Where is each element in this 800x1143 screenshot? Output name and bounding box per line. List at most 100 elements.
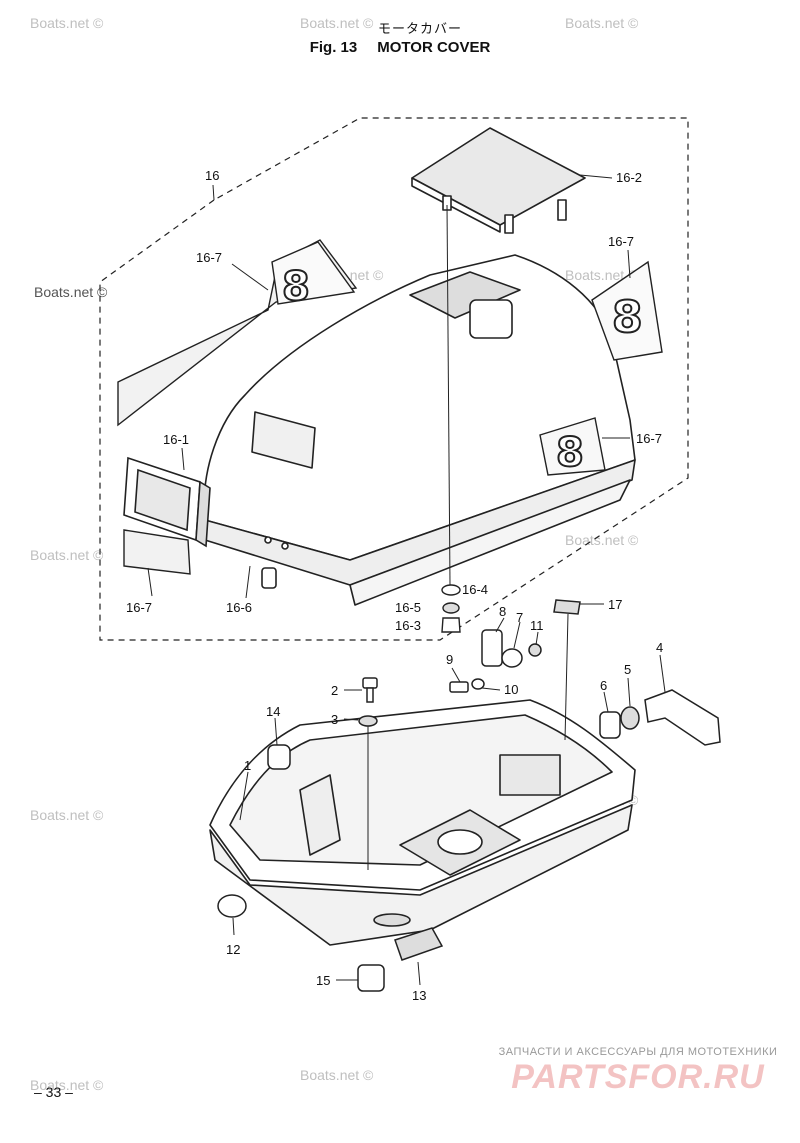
fastener-axis-line — [446, 204, 451, 586]
bushing-6 — [599, 711, 621, 739]
part-labels: 16 16-2 16-7 16-7 16-1 16-7 16-7 16-6 16… — [126, 168, 663, 1003]
plug-12 — [217, 894, 247, 918]
grommet-15 — [357, 964, 385, 992]
watermark-6: Boats.net © — [565, 267, 639, 283]
label-16-6: 16-6 — [226, 600, 252, 615]
label-16-2: 16-2 — [616, 170, 642, 185]
fasteners-16 — [441, 204, 461, 633]
watermark-13: Boats.net © — [30, 1077, 104, 1093]
label-16-1: 16-1 — [163, 432, 189, 447]
label-15: 15 — [316, 973, 330, 988]
cowl-inner-duct — [469, 299, 513, 339]
leader-16-7-b — [627, 249, 631, 279]
leader-16-7-a — [231, 263, 269, 291]
washer-3 — [358, 715, 378, 727]
bolt-9 — [449, 681, 469, 693]
cowl-hole-1 — [264, 536, 272, 544]
leader-16-7-d — [147, 567, 153, 597]
label-13: 13 — [412, 988, 426, 1003]
watermark-3: Boats.net © — [565, 15, 639, 31]
label-3: 3 — [331, 712, 338, 727]
cover-plate-edge — [411, 177, 501, 233]
label-16-3: 16-3 — [395, 618, 421, 633]
grommet-16-5 — [442, 602, 460, 614]
leader-11 — [535, 631, 539, 646]
brand-tagline: ЗАПЧАСТИ И АКСЕССУАРЫ ДЛЯ МОТОТЕХНИКИ — [498, 1046, 778, 1058]
washer-11 — [528, 643, 542, 657]
figure-title: Fig. 13 MOTOR COVER — [0, 39, 800, 56]
leader-14 — [274, 717, 278, 746]
washer-5 — [620, 706, 640, 730]
cowl-skirt — [349, 479, 631, 606]
decal-8-right-glyph: 8 — [612, 292, 643, 343]
leader-16-1 — [181, 447, 185, 471]
label-16-7-b: 16-7 — [608, 234, 634, 249]
label-9: 9 — [446, 652, 453, 667]
leader-3 — [343, 718, 359, 721]
fig-label: Fig. 13 — [309, 39, 358, 56]
label-16-7-d: 16-7 — [126, 600, 152, 615]
vent-grille-16-1 — [123, 456, 211, 548]
cowl-opening — [409, 271, 521, 319]
lever-bracket-8 — [481, 629, 503, 667]
leader-13 — [417, 961, 421, 986]
grommet-14 — [267, 744, 291, 770]
label-16-7-c: 16-7 — [636, 431, 662, 446]
header: モータカバー Fig. 13 MOTOR COVER — [0, 18, 800, 56]
decal-8-cowl-glyph: 8 — [556, 430, 584, 476]
label-11: 11 — [530, 618, 544, 633]
bottom-cowl — [209, 699, 636, 946]
page-number: – 33 – — [34, 1084, 73, 1100]
label-16: 16 — [205, 168, 219, 183]
decal-8-left — [271, 241, 356, 305]
leader-10 — [481, 687, 501, 691]
watermark-14: Boats.net © — [300, 1067, 374, 1083]
grille-inner — [134, 468, 191, 532]
leader-16 — [212, 184, 215, 201]
label-17: 17 — [608, 597, 622, 612]
label-4: 4 — [656, 640, 663, 655]
decals-16-7 — [117, 239, 663, 575]
tag-17 — [553, 599, 581, 615]
leader-lines — [147, 174, 666, 986]
label-2: 2 — [331, 683, 338, 698]
label-8: 8 — [499, 604, 506, 619]
cover-plate-pin-3 — [557, 199, 567, 221]
cowl-side-vent — [251, 411, 316, 469]
bottom-cowl-lower-body — [209, 804, 633, 946]
cover-plate-pin-2 — [504, 214, 514, 234]
grille-side — [195, 480, 211, 548]
label-12: 12 — [226, 942, 240, 957]
watermark-2: Boats.net © — [300, 15, 374, 31]
leader-12 — [232, 917, 235, 936]
clamp-lever-4 — [644, 689, 721, 746]
decal-plain — [123, 529, 191, 575]
leader-16-2 — [579, 174, 613, 179]
leader-7 — [513, 621, 521, 649]
leader-1 — [239, 771, 249, 821]
screw-2-shank — [366, 687, 374, 703]
leader-5 — [627, 677, 631, 707]
cowl-hole-2 — [281, 542, 289, 550]
leader-8 — [495, 617, 505, 633]
bottom-cowl-rear-block — [499, 754, 561, 796]
label-16-7-a: 16-7 — [196, 250, 222, 265]
bottom-cowl-mount-hole — [437, 829, 483, 855]
leader-16-6 — [245, 565, 251, 599]
decal-8-cowl — [539, 417, 606, 476]
lower-hardware — [217, 599, 721, 992]
cowl-latch-hook — [261, 567, 277, 589]
japanese-title: モータカバー — [377, 22, 462, 37]
leader-4 — [659, 654, 666, 693]
brand-watermark: ЗАПЧАСТИ И АКСЕССУАРЫ ДЛЯ МОТОТЕХНИКИ PA… — [488, 1046, 788, 1096]
tag-17-leader — [564, 613, 569, 741]
assembly-16-boundary — [99, 117, 689, 641]
watermark-7: Boats.net © — [30, 547, 104, 563]
watermark-1: Boats.net © — [30, 15, 104, 31]
label-1: 1 — [244, 758, 251, 773]
fig-name: MOTOR COVER — [377, 39, 491, 56]
cover-plate-16-2 — [411, 127, 586, 234]
screw-2-head — [362, 677, 378, 689]
